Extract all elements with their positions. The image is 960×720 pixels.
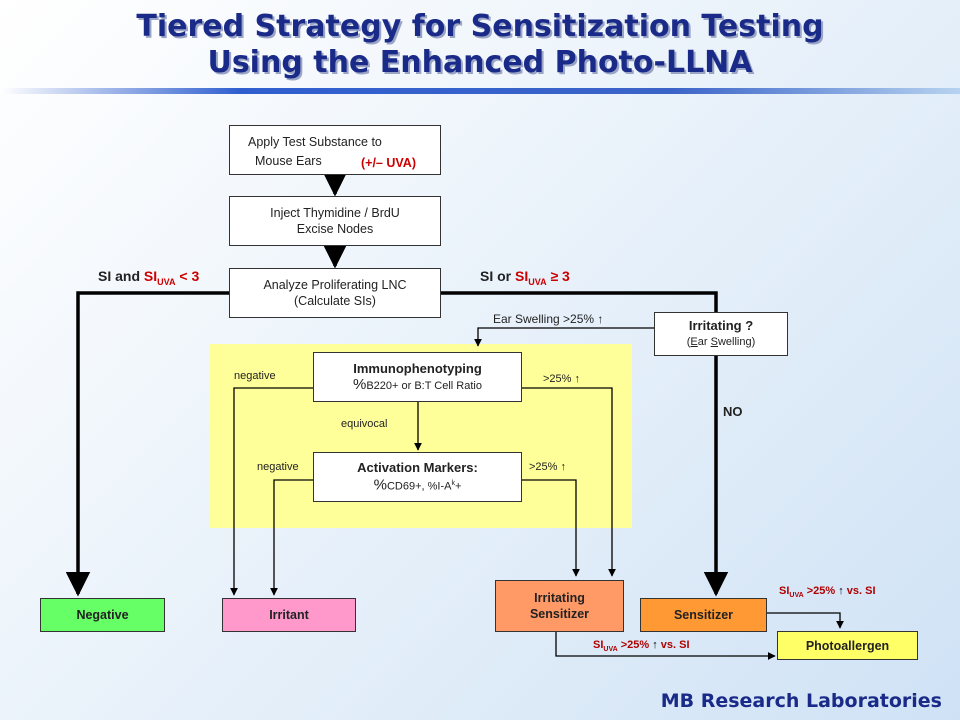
branch-right-label: SI or SIUVA ≥ 3 [480,268,570,287]
footer-company-name: MB Research Laboratories [660,690,942,712]
inject-thymidine-box: Inject Thymidine / BrdU Excise Nodes [229,196,441,246]
activation-markers-title: Activation Markers: [357,459,478,475]
apply-uva-label: (+/– UVA) [361,156,416,170]
immuno-negative-label: negative [234,370,276,382]
analyze-line1: Analyze Proliferating LNC [263,278,407,292]
outcome-irritant: Irritant [222,598,356,632]
no-label: NO [723,404,743,419]
outcome-irritating-sensitizer: Irritating Sensitizer [495,580,624,632]
apply-substance-box: Apply Test Substance to Mouse Ears (+/– … [229,125,441,175]
immuno-gt25-label: >25% ↑ [543,373,581,385]
irritating-question-title: Irritating ? [688,318,754,333]
inject-line1: Inject Thymidine / BrdU [270,206,400,220]
inject-line2: Excise Nodes [296,222,374,236]
outcome-photoallergen: Photoallergen [777,631,918,660]
ear-swelling-note: (Ear Swelling) [686,336,756,348]
analyze-lnc-box: Analyze Proliferating LNC (Calculate SIs… [229,268,441,318]
page-title-line2: Using the Enhanced Photo-LLNA [207,45,753,80]
apply-line2: Mouse Ears [255,154,322,168]
apply-line1: Apply Test Substance to [248,135,382,149]
irritating-question-box: Irritating ? (Ear Swelling) [654,312,788,356]
immunophenotyping-ratio: %B220+ or B:T Cell Ratio [352,375,482,393]
outcome-negative: Negative [40,598,165,632]
activation-markers-list: %CD69+, %I-Ak+ [373,476,462,494]
criterion-sensitizer-to-photoallergen: SIUVA >25% ↑ vs. SI [779,585,876,600]
activation-negative-label: negative [257,461,299,473]
immunophenotyping-box: Immunophenotyping %B220+ or B:T Cell Rat… [313,352,522,402]
activation-markers-box: Activation Markers: %CD69+, %I-Ak+ [313,452,522,502]
page-title-line1: Tiered Strategy for Sensitization Testin… [136,9,824,44]
branch-left-label: SI and SIUVA < 3 [98,268,200,287]
criterion-irritating-sensitizer-to-photoallergen: SIUVA >25% ↑ vs. SI [593,639,690,654]
title-divider [0,88,960,94]
outcome-sensitizer: Sensitizer [640,598,767,632]
equivocal-label: equivocal [341,418,388,430]
ear-swelling-label: Ear Swelling >25% ↑ [493,312,604,326]
activation-gt25-label: >25% ↑ [529,461,567,473]
analyze-line2: (Calculate SIs) [294,294,376,308]
immunophenotyping-title: Immunophenotyping [353,360,482,376]
